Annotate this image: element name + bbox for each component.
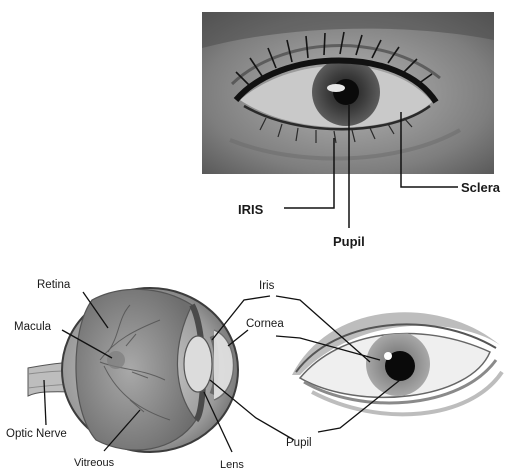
eye-photo (202, 12, 494, 174)
label-macula: Macula (14, 321, 52, 333)
photo-pupil-shape (333, 79, 359, 105)
label-sclera-photo: Sclera (461, 180, 501, 195)
label-optic-nerve: Optic Nerve (6, 428, 67, 440)
label-iris-photo: IRIS (238, 202, 264, 217)
label-pupil-photo: Pupil (333, 234, 365, 249)
label-lens: Lens (220, 459, 244, 468)
label-cornea: Cornea (246, 318, 284, 330)
eye-front-view (292, 312, 502, 414)
label-pupil: Pupil (286, 437, 312, 449)
label-retina: Retina (37, 279, 71, 291)
label-iris: Iris (259, 280, 275, 292)
label-vitreous: Vitreous (74, 457, 115, 468)
